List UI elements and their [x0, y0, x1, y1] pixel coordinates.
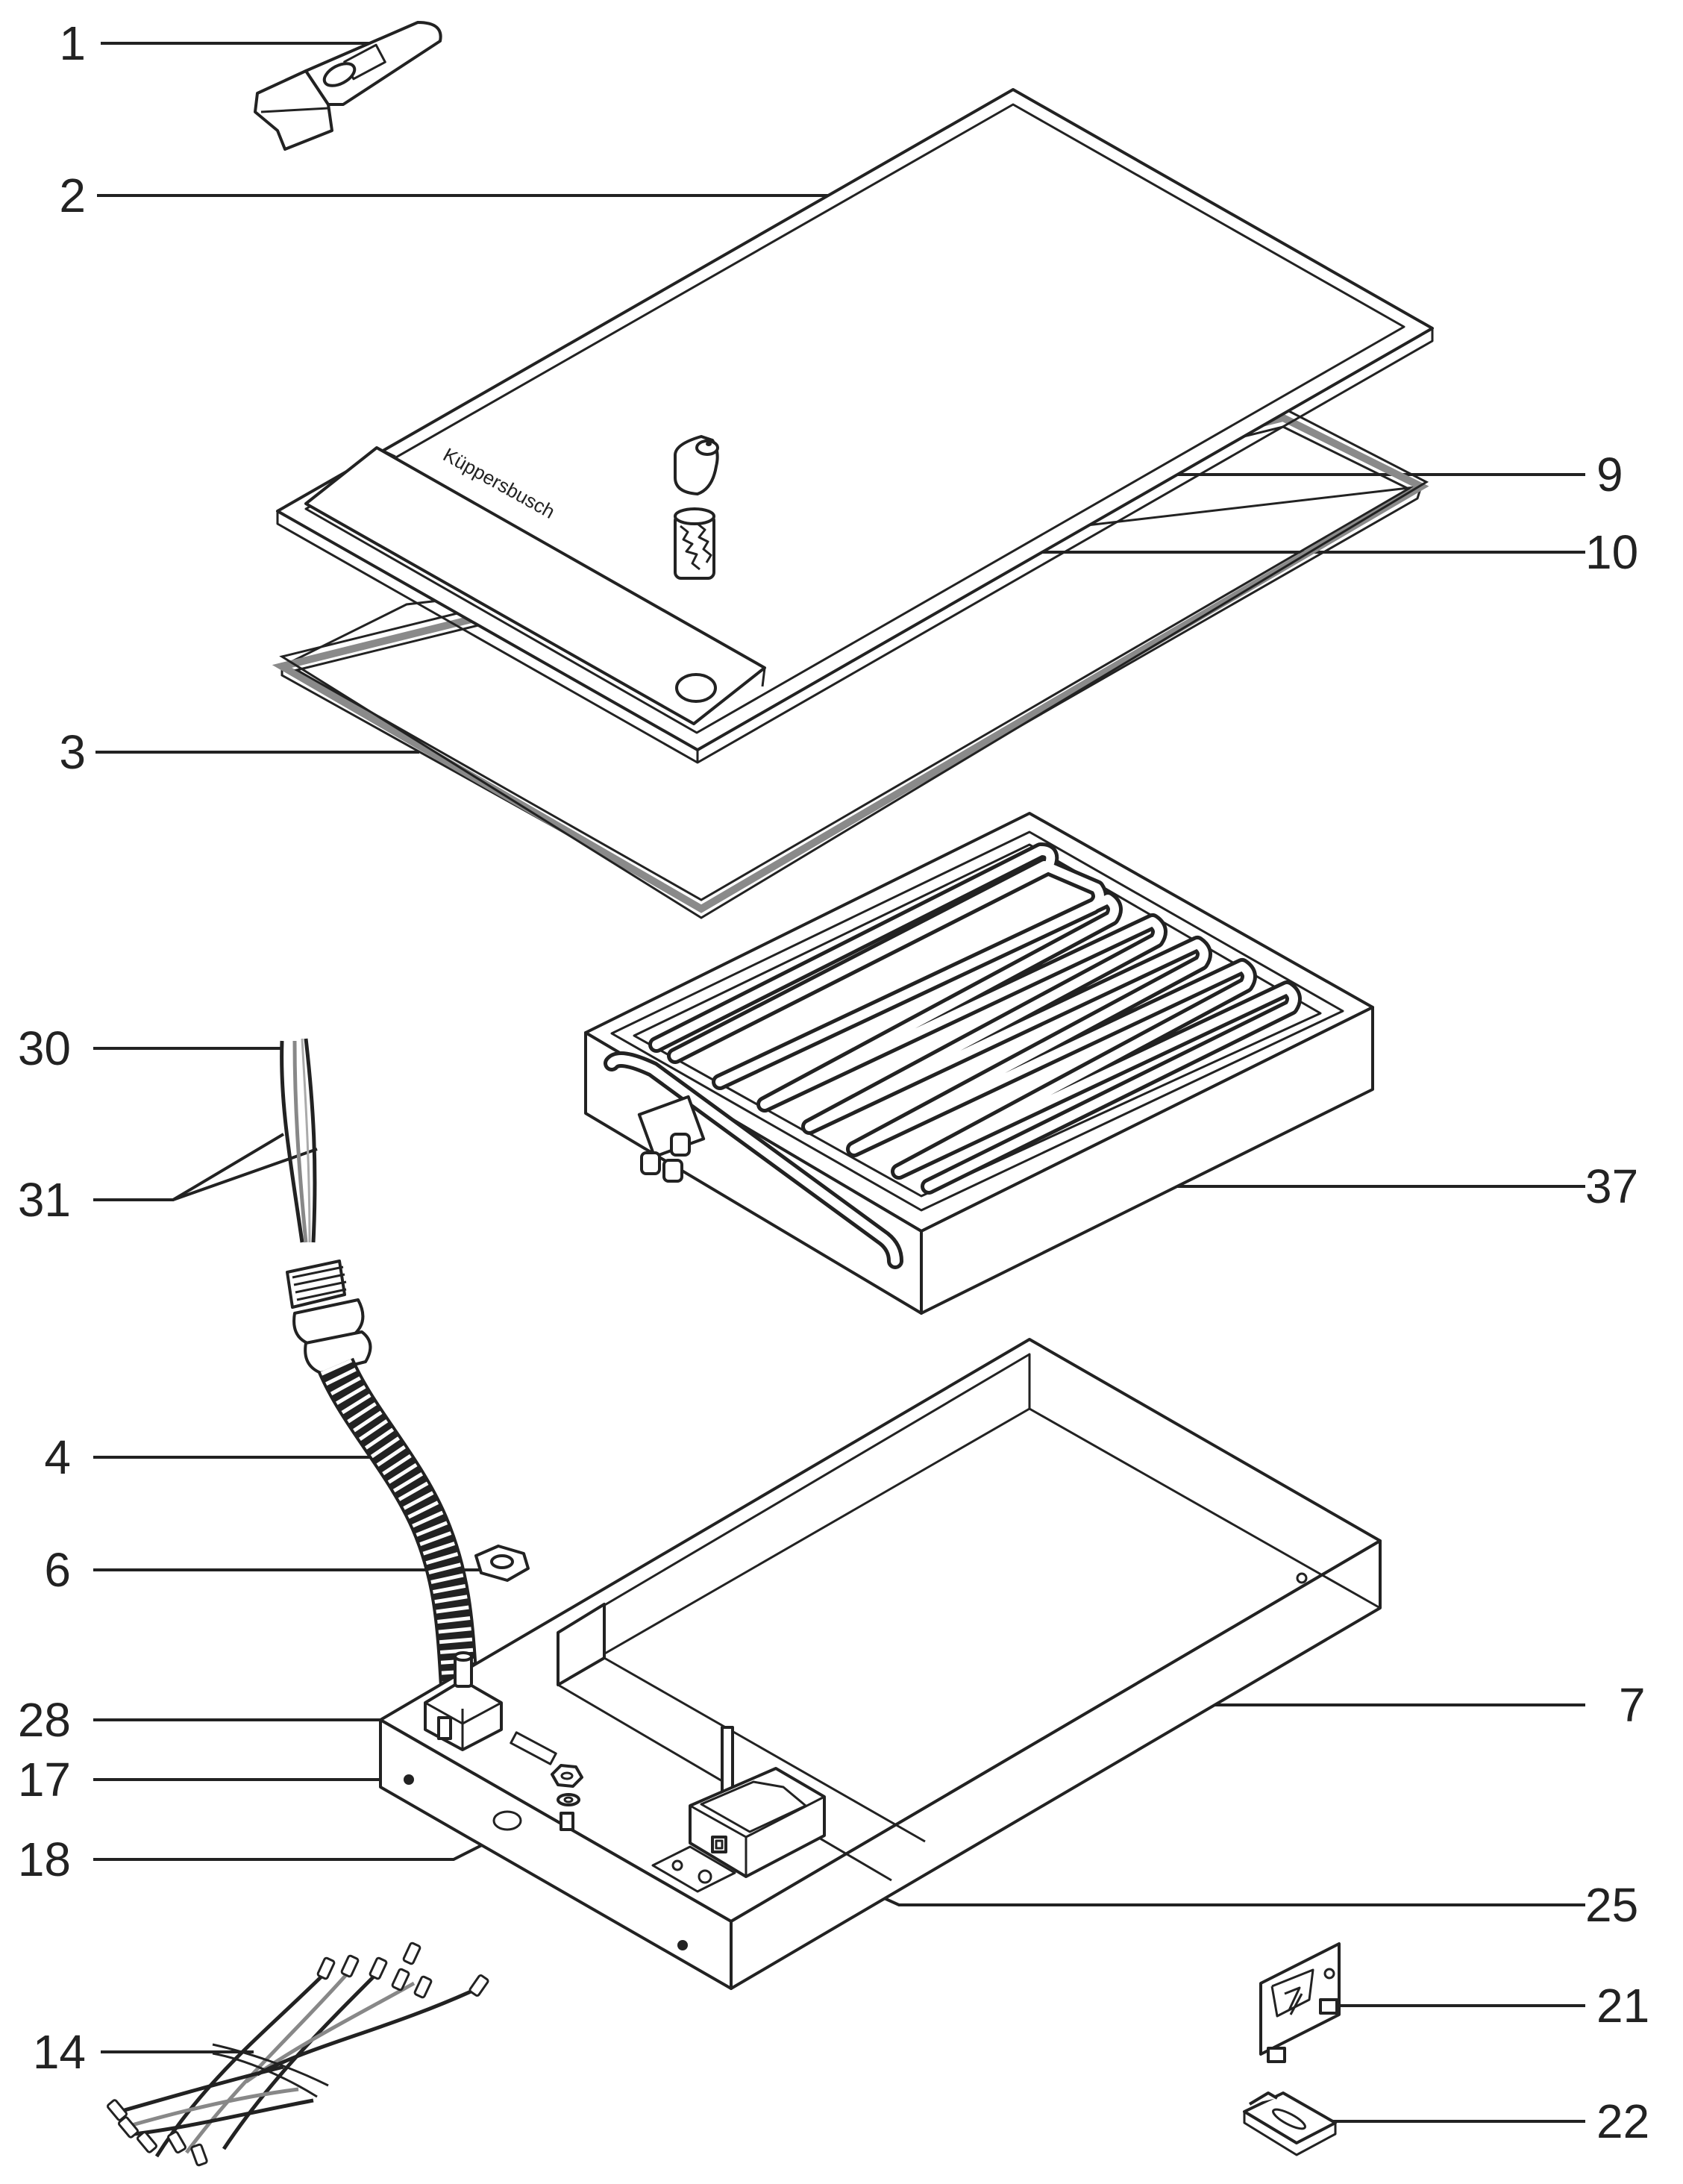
hex-nut-part: [474, 1545, 530, 1582]
callout-7: 7: [1619, 1678, 1646, 1732]
callout-6: 6: [44, 1543, 71, 1597]
knob-spring-insert-part: [674, 507, 715, 580]
element-connector: [637, 1095, 706, 1183]
heating-coils: [604, 842, 1302, 1269]
callout-37: 37: [1585, 1160, 1639, 1213]
lock-washer-part: [557, 1793, 580, 1831]
callout-1: 1: [59, 16, 86, 70]
callout-30: 30: [17, 1021, 71, 1075]
callout-4: 4: [44, 1430, 71, 1484]
glass-ceramic-top-part: Küppersbusch: [276, 88, 1434, 764]
mounting-bracket-part: [1259, 1942, 1341, 2063]
wiring-harness-part: [107, 1941, 489, 2167]
leader-line-31a: [93, 1133, 285, 1201]
callout-31: 31: [17, 1173, 71, 1227]
flexible-conduit-part: [286, 1260, 478, 1688]
callout-17: 17: [17, 1753, 71, 1806]
callout-2: 2: [59, 169, 86, 222]
control-knob-part: [674, 435, 719, 495]
callout-14: 14: [32, 2025, 86, 2079]
callout-28: 28: [17, 1693, 71, 1747]
callout-25: 25: [1585, 1878, 1639, 1932]
housing-tray-part: [379, 1338, 1382, 1990]
mounting-clip-part: [1243, 2091, 1337, 2156]
terminal-block-part: [424, 1651, 503, 1751]
callout-18: 18: [17, 1833, 71, 1886]
cable-wires-part: [280, 1038, 317, 1243]
leader-line-31b: [172, 1148, 318, 1201]
callout-10: 10: [1585, 525, 1639, 579]
thermostat-part: [689, 1726, 826, 1878]
callout-21: 21: [1596, 1979, 1650, 2033]
callout-22: 22: [1596, 2094, 1650, 2148]
knob-hole: [675, 673, 717, 703]
callout-3: 3: [59, 725, 86, 779]
callout-9: 9: [1596, 448, 1623, 501]
scraper-part: [254, 21, 442, 151]
heating-element-part: [584, 812, 1374, 1315]
nut-part: [551, 1764, 583, 1788]
